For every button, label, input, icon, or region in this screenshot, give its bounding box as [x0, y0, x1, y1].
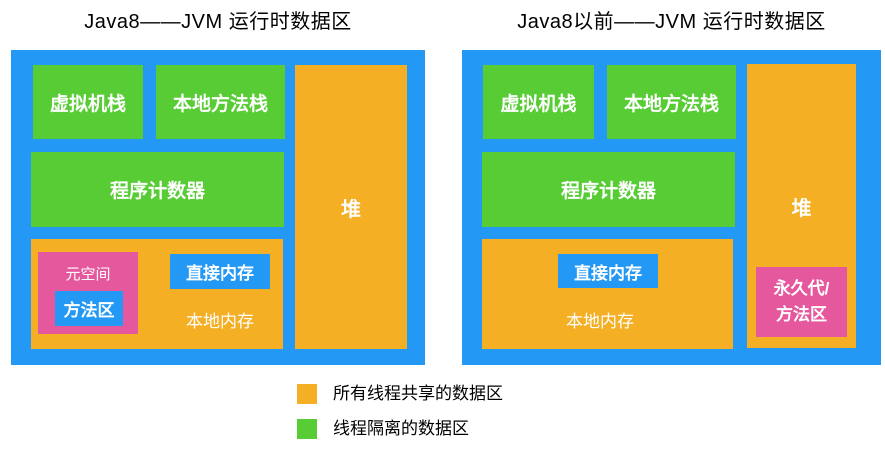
method-area-box: 方法区 [55, 291, 123, 326]
pre-java8-runtime-panel: 虚拟机栈 本地方法栈 程序计数器 堆 永久代/ 方法区 直接内存 本地内存 [462, 50, 881, 365]
native-memory-label: 本地内存 [566, 312, 634, 331]
isolated-data-swatch [297, 419, 317, 439]
left-diagram-title: Java8——JVM 运行时数据区 [84, 11, 352, 33]
direct-memory-label: 直接内存 [186, 264, 254, 283]
right-diagram-title: Java8以前——JVM 运行时数据区 [517, 11, 826, 33]
pc-register-box: 程序计数器 [31, 152, 284, 227]
native-memory-box: 元空间 方法区 直接内存 本地内存 [31, 239, 283, 349]
direct-memory-box: 直接内存 [558, 254, 658, 288]
pc-register-label: 程序计数器 [560, 181, 656, 202]
vm-stack-box: 虚拟机栈 [483, 65, 594, 139]
heap-label: 堆 [341, 198, 361, 221]
metaspace-box: 元空间 方法区 [38, 252, 138, 334]
pc-register-box: 程序计数器 [482, 152, 735, 227]
native-method-stack-label: 本地方法栈 [172, 93, 268, 115]
legend-shared-label: 所有线程共享的数据区 [333, 384, 503, 403]
metaspace-label: 元空间 [65, 266, 111, 283]
java8-runtime-panel: 虚拟机栈 本地方法栈 程序计数器 堆 元空间 方法区 直接内存 本地内存 [11, 50, 425, 365]
native-memory-label: 本地内存 [186, 312, 254, 331]
heap-box: 堆 永久代/ 方法区 [747, 64, 856, 348]
native-memory-box: 直接内存 本地内存 [482, 239, 733, 349]
native-method-stack-box: 本地方法栈 [607, 65, 736, 139]
legend-isolated-label: 线程隔离的数据区 [333, 419, 469, 438]
vm-stack-label: 虚拟机栈 [49, 93, 126, 115]
vm-stack-box: 虚拟机栈 [33, 65, 143, 139]
perm-gen-method-area-box: 永久代/ 方法区 [756, 267, 847, 337]
direct-memory-label: 直接内存 [574, 263, 642, 283]
native-method-stack-box: 本地方法栈 [156, 65, 285, 139]
perm-gen-method-area-label: 永久代/ 方法区 [773, 279, 830, 324]
vm-stack-label: 虚拟机栈 [500, 93, 577, 115]
shared-data-swatch [297, 384, 317, 404]
native-method-stack-label: 本地方法栈 [623, 93, 719, 115]
pc-register-label: 程序计数器 [109, 181, 205, 202]
heap-box: 堆 [295, 65, 407, 349]
method-area-label: 方法区 [63, 301, 115, 320]
heap-label: 堆 [791, 197, 812, 220]
direct-memory-box: 直接内存 [170, 254, 270, 289]
